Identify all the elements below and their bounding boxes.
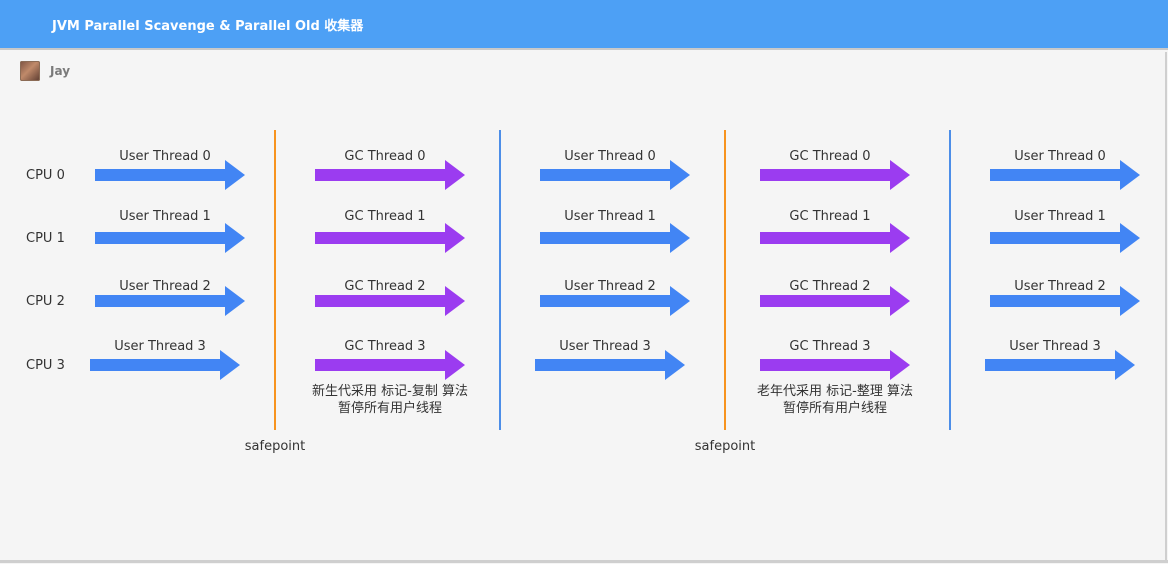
user-thread-label: User Thread 2 xyxy=(1014,279,1106,294)
gc-thread-arrow xyxy=(315,160,465,190)
bottom-border xyxy=(0,560,1168,563)
user-thread-label: User Thread 3 xyxy=(1009,339,1101,354)
gc-thread-arrow xyxy=(315,350,465,380)
user-thread-label: User Thread 0 xyxy=(119,149,211,164)
user-thread-label: User Thread 3 xyxy=(559,339,651,354)
user-thread-arrow xyxy=(95,223,245,253)
gc-thread-label: GC Thread 1 xyxy=(789,209,870,224)
safepoint-label: safepoint xyxy=(695,439,755,454)
gc-thread-label: GC Thread 2 xyxy=(789,279,870,294)
gc-thread-arrow xyxy=(760,223,910,253)
avatar xyxy=(20,61,40,81)
cpu-label: CPU 2 xyxy=(26,294,65,309)
user-thread-arrow xyxy=(990,223,1140,253)
author-info: Jay xyxy=(20,60,70,82)
gc-thread-label: GC Thread 1 xyxy=(344,209,425,224)
user-thread-label: User Thread 3 xyxy=(114,339,206,354)
cpu-label: CPU 3 xyxy=(26,358,65,373)
author-name: Jay xyxy=(50,64,71,78)
user-thread-arrow xyxy=(990,286,1140,316)
user-thread-label: User Thread 2 xyxy=(564,279,656,294)
user-thread-arrow xyxy=(535,350,685,380)
gc-thread-arrow xyxy=(760,286,910,316)
user-thread-arrow xyxy=(95,286,245,316)
user-thread-arrow xyxy=(95,160,245,190)
gc-thread-label: GC Thread 2 xyxy=(344,279,425,294)
cpu-label: CPU 0 xyxy=(26,168,65,183)
right-border xyxy=(1165,52,1167,562)
gc-thread-label: GC Thread 3 xyxy=(344,339,425,354)
gc-pause-note: 暂停所有用户线程 xyxy=(783,400,887,416)
user-thread-arrow xyxy=(985,350,1135,380)
user-thread-label: User Thread 1 xyxy=(1014,209,1106,224)
gc-thread-arrow xyxy=(760,160,910,190)
safepoint-label: safepoint xyxy=(245,439,305,454)
page-title: JVM Parallel Scavenge & Parallel Old 收集器 xyxy=(52,19,364,34)
gc-pause-note: 暂停所有用户线程 xyxy=(338,400,442,416)
gc-thread-label: GC Thread 0 xyxy=(789,149,870,164)
gc-thread-arrow xyxy=(315,223,465,253)
user-thread-label: User Thread 0 xyxy=(564,149,656,164)
user-thread-arrow xyxy=(540,223,690,253)
gc-algorithm-note: 新生代采用 标记-复制 算法 xyxy=(312,383,468,399)
user-thread-label: User Thread 1 xyxy=(119,209,211,224)
gc-thread-arrow xyxy=(760,350,910,380)
gc-thread-label: GC Thread 0 xyxy=(344,149,425,164)
cpu-label: CPU 1 xyxy=(26,231,65,246)
user-thread-arrow xyxy=(990,160,1140,190)
user-thread-label: User Thread 0 xyxy=(1014,149,1106,164)
title-bar: JVM Parallel Scavenge & Parallel Old 收集器 xyxy=(0,0,1168,50)
user-thread-arrow xyxy=(90,350,240,380)
user-thread-arrow xyxy=(540,286,690,316)
gc-thread-label: GC Thread 3 xyxy=(789,339,870,354)
gc-algorithm-note: 老年代采用 标记-整理 算法 xyxy=(757,384,913,399)
user-thread-arrow xyxy=(540,160,690,190)
user-thread-label: User Thread 2 xyxy=(119,279,211,294)
gc-thread-arrow xyxy=(315,286,465,316)
user-thread-label: User Thread 1 xyxy=(564,209,656,224)
